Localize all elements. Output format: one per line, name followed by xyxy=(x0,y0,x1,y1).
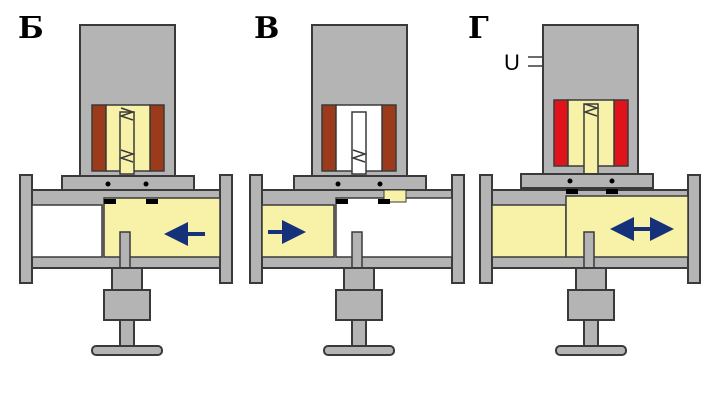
voltage-label: U xyxy=(504,50,520,75)
stem xyxy=(583,319,599,349)
flange-right xyxy=(451,174,465,284)
plunger-stem xyxy=(119,111,135,175)
seat xyxy=(146,199,158,204)
panel-label-b: Б xyxy=(18,11,44,46)
mid-flange xyxy=(293,175,427,191)
inlet-channel xyxy=(491,204,567,258)
seal-dot xyxy=(143,181,149,187)
flange-left xyxy=(479,174,493,284)
flange-right xyxy=(687,174,701,284)
valve-panel-g xyxy=(479,24,701,356)
coil-right xyxy=(613,99,629,167)
coil-right xyxy=(149,104,165,172)
seal-dot xyxy=(567,178,573,184)
flange-left xyxy=(19,174,33,284)
seat xyxy=(104,199,116,204)
seat xyxy=(566,189,578,194)
seal-dot xyxy=(105,181,111,187)
mid-flange xyxy=(520,173,654,189)
seat xyxy=(606,189,618,194)
valve-panel-b xyxy=(19,24,233,356)
spring xyxy=(350,149,368,163)
coil-left xyxy=(321,104,337,172)
plunger-stem xyxy=(351,111,367,175)
seat-divider xyxy=(583,231,595,269)
handle xyxy=(555,345,627,356)
panel-label-g: Г xyxy=(468,11,489,46)
seat xyxy=(336,199,348,204)
seat-divider xyxy=(119,231,131,269)
coil-left xyxy=(91,104,107,172)
stem-nut xyxy=(567,289,615,321)
seal-dot xyxy=(335,181,341,187)
spring xyxy=(118,107,136,121)
valve-panel-v xyxy=(249,24,465,356)
mid-flange xyxy=(61,175,195,191)
panel-label-v: В xyxy=(254,11,280,46)
handle xyxy=(323,345,395,356)
spring-lower xyxy=(118,149,136,163)
coil-right xyxy=(381,104,397,172)
spring xyxy=(582,103,600,117)
seat-divider xyxy=(351,231,363,269)
stem xyxy=(119,319,135,349)
stem-nut xyxy=(335,289,383,321)
seal-dot xyxy=(377,181,383,187)
stem-nut xyxy=(103,289,151,321)
flange-left xyxy=(249,174,263,284)
flange-right xyxy=(219,174,233,284)
seat xyxy=(378,199,390,204)
stem xyxy=(351,319,367,349)
inlet-channel xyxy=(31,204,103,258)
coil-left xyxy=(553,99,569,167)
handle xyxy=(91,345,163,356)
seal-dot xyxy=(609,178,615,184)
